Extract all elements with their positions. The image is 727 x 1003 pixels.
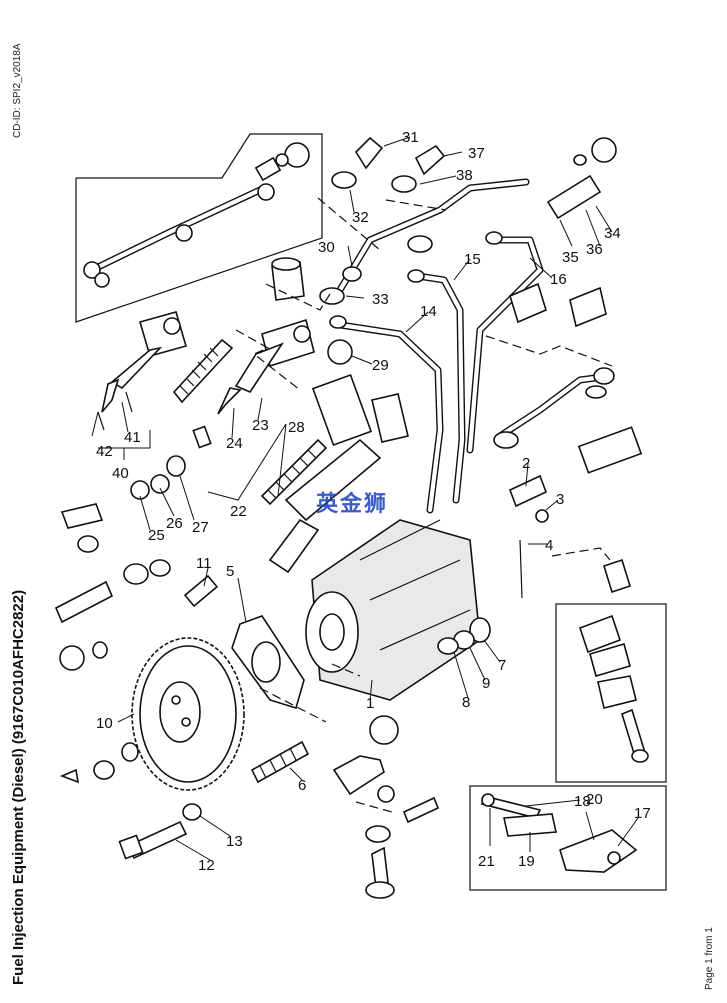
callout-2: 2 [522, 455, 530, 472]
dashed-guides [235, 197, 613, 813]
callout-31: 31 [402, 129, 419, 146]
callout-33: 33 [372, 291, 389, 308]
callout-23: 23 [252, 417, 269, 434]
callout-41: 41 [124, 429, 141, 446]
callout-26: 26 [166, 515, 183, 532]
small-parts-left [54, 425, 219, 784]
callout-7: 7 [498, 657, 506, 674]
callout-6: 6 [298, 777, 306, 794]
callout-8: 8 [462, 694, 470, 711]
callout-28: 28 [288, 419, 305, 436]
injector-center [217, 257, 315, 415]
callout-30: 30 [318, 239, 335, 256]
callout-20: 20 [586, 791, 603, 808]
callout-11: 11 [196, 555, 212, 572]
callout-42: 42 [96, 443, 113, 460]
gasket [231, 615, 305, 710]
callout-22: 22 [230, 503, 247, 520]
callout-25: 25 [148, 527, 165, 544]
callout-16: 16 [550, 271, 567, 288]
callout-36: 36 [586, 241, 603, 258]
studs-left [172, 338, 328, 784]
callout-17: 17 [634, 805, 651, 822]
bracket-assembly [332, 715, 440, 899]
callout-13: 13 [226, 833, 243, 850]
callout-38: 38 [456, 167, 473, 184]
fuel-pipes [329, 178, 615, 514]
drive-gear [131, 637, 245, 791]
callout-14: 14 [420, 303, 437, 320]
inset-fuel-rail [75, 133, 323, 323]
callout-1: 1 [366, 695, 374, 712]
bolt-and-washer [118, 803, 202, 860]
inset-clamp-bottom [469, 785, 667, 891]
callout-15: 15 [464, 251, 481, 268]
callout-10: 10 [96, 715, 113, 732]
leader-lines [91, 136, 639, 861]
callout-32: 32 [352, 209, 369, 226]
callout-35: 35 [562, 249, 579, 266]
callout-19: 19 [518, 853, 535, 870]
callout-37: 37 [468, 145, 485, 162]
callout-numbers: 1 2 3 4 5 6 7 8 9 10 11 12 13 14 15 16 1… [96, 129, 651, 874]
injection-pump-body [268, 373, 481, 701]
callout-5: 5 [226, 563, 234, 580]
callout-4: 4 [545, 537, 553, 554]
callout-29: 29 [372, 357, 389, 374]
callout-40: 40 [112, 465, 129, 482]
lever-rod [437, 474, 631, 655]
callout-12: 12 [198, 857, 215, 874]
inset-clamp-side [555, 603, 667, 783]
callout-34: 34 [604, 225, 621, 242]
callout-9: 9 [482, 675, 490, 692]
watermark-text: 英金狮 [316, 492, 389, 517]
callout-3: 3 [556, 491, 564, 508]
callout-21: 21 [478, 853, 495, 870]
callout-27: 27 [192, 519, 209, 536]
callout-24: 24 [226, 435, 243, 452]
injector-left [97, 311, 187, 431]
callout-18: 18 [574, 793, 591, 810]
